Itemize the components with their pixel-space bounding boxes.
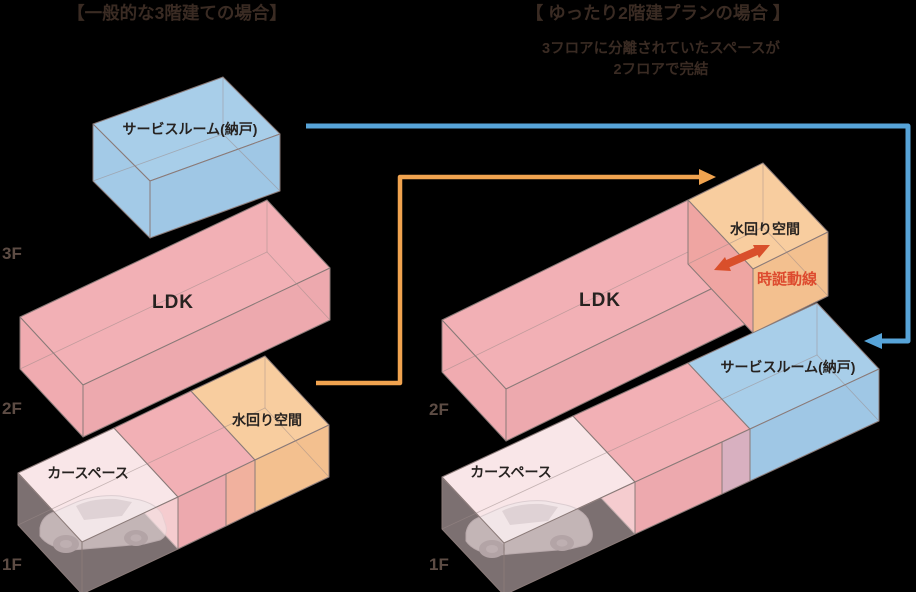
left-service-room-label: サービスルーム(納戸) bbox=[123, 121, 258, 137]
left-first-floor-slab: カースペース 水回り空間 bbox=[17, 355, 330, 592]
flow-arrow: 時誕動線 bbox=[714, 245, 817, 288]
left-service-room-box: サービスルーム(納戸) bbox=[92, 76, 281, 239]
left-floor-3f-label: 3F bbox=[2, 244, 22, 263]
flow-arrow-head-upper bbox=[753, 245, 770, 258]
right-carspace-label: カースペース bbox=[470, 464, 552, 480]
right-service-room-label: サービスルーム(納戸) bbox=[721, 359, 856, 375]
orange-move-arrow-line bbox=[316, 174, 700, 386]
move-arrows bbox=[306, 123, 911, 386]
blue-move-arrow-head bbox=[864, 333, 882, 349]
right-first-floor-slab: カースペース サービスルーム(納戸) bbox=[441, 302, 880, 592]
left-carspace-front-left-face bbox=[17, 472, 83, 592]
left-water-label: 水回り空間 bbox=[232, 412, 302, 428]
flow-label: 時誕動線 bbox=[757, 270, 817, 288]
right-ldk-box: LDK bbox=[441, 199, 753, 442]
left-floor-2f-label: 2F bbox=[2, 399, 22, 418]
right-carspace-front-left-face bbox=[441, 476, 505, 592]
left-floor-1f-label: 1F bbox=[2, 555, 22, 574]
blue-move-arrow-line bbox=[306, 123, 911, 344]
flow-arrow-shaft bbox=[725, 247, 759, 268]
orange-move-arrow-head bbox=[699, 169, 716, 185]
right-diagram-subtitle-2: 2フロアで完結 bbox=[613, 60, 709, 78]
left-diagram-title: 【一般的な3階建ての場合】 bbox=[67, 3, 287, 23]
right-diagram-subtitle-1: 3フロアに分離されていたスペースが bbox=[542, 39, 780, 57]
right-diagram: LDK 水回り空間 時誕動線 bbox=[429, 3, 880, 592]
right-water-label: 水回り空間 bbox=[730, 221, 800, 237]
flow-arrow-head-lower bbox=[714, 257, 731, 271]
left-carspace-label: カースペース bbox=[47, 465, 129, 481]
right-ldk-label: LDK bbox=[579, 290, 621, 311]
right-floor-2f-label: 2F bbox=[429, 400, 449, 419]
right-diagram-title: 【 ゆったり2階建プランの場合 】 bbox=[526, 3, 790, 23]
left-ldk-label: LDK bbox=[152, 292, 194, 313]
right-water-box: 水回り空間 bbox=[687, 162, 829, 334]
right-floor-1f-label: 1F bbox=[429, 555, 449, 574]
left-ldk-box: LDK bbox=[19, 199, 331, 438]
left-diagram: サービスルーム(納戸) LDK bbox=[2, 3, 331, 592]
